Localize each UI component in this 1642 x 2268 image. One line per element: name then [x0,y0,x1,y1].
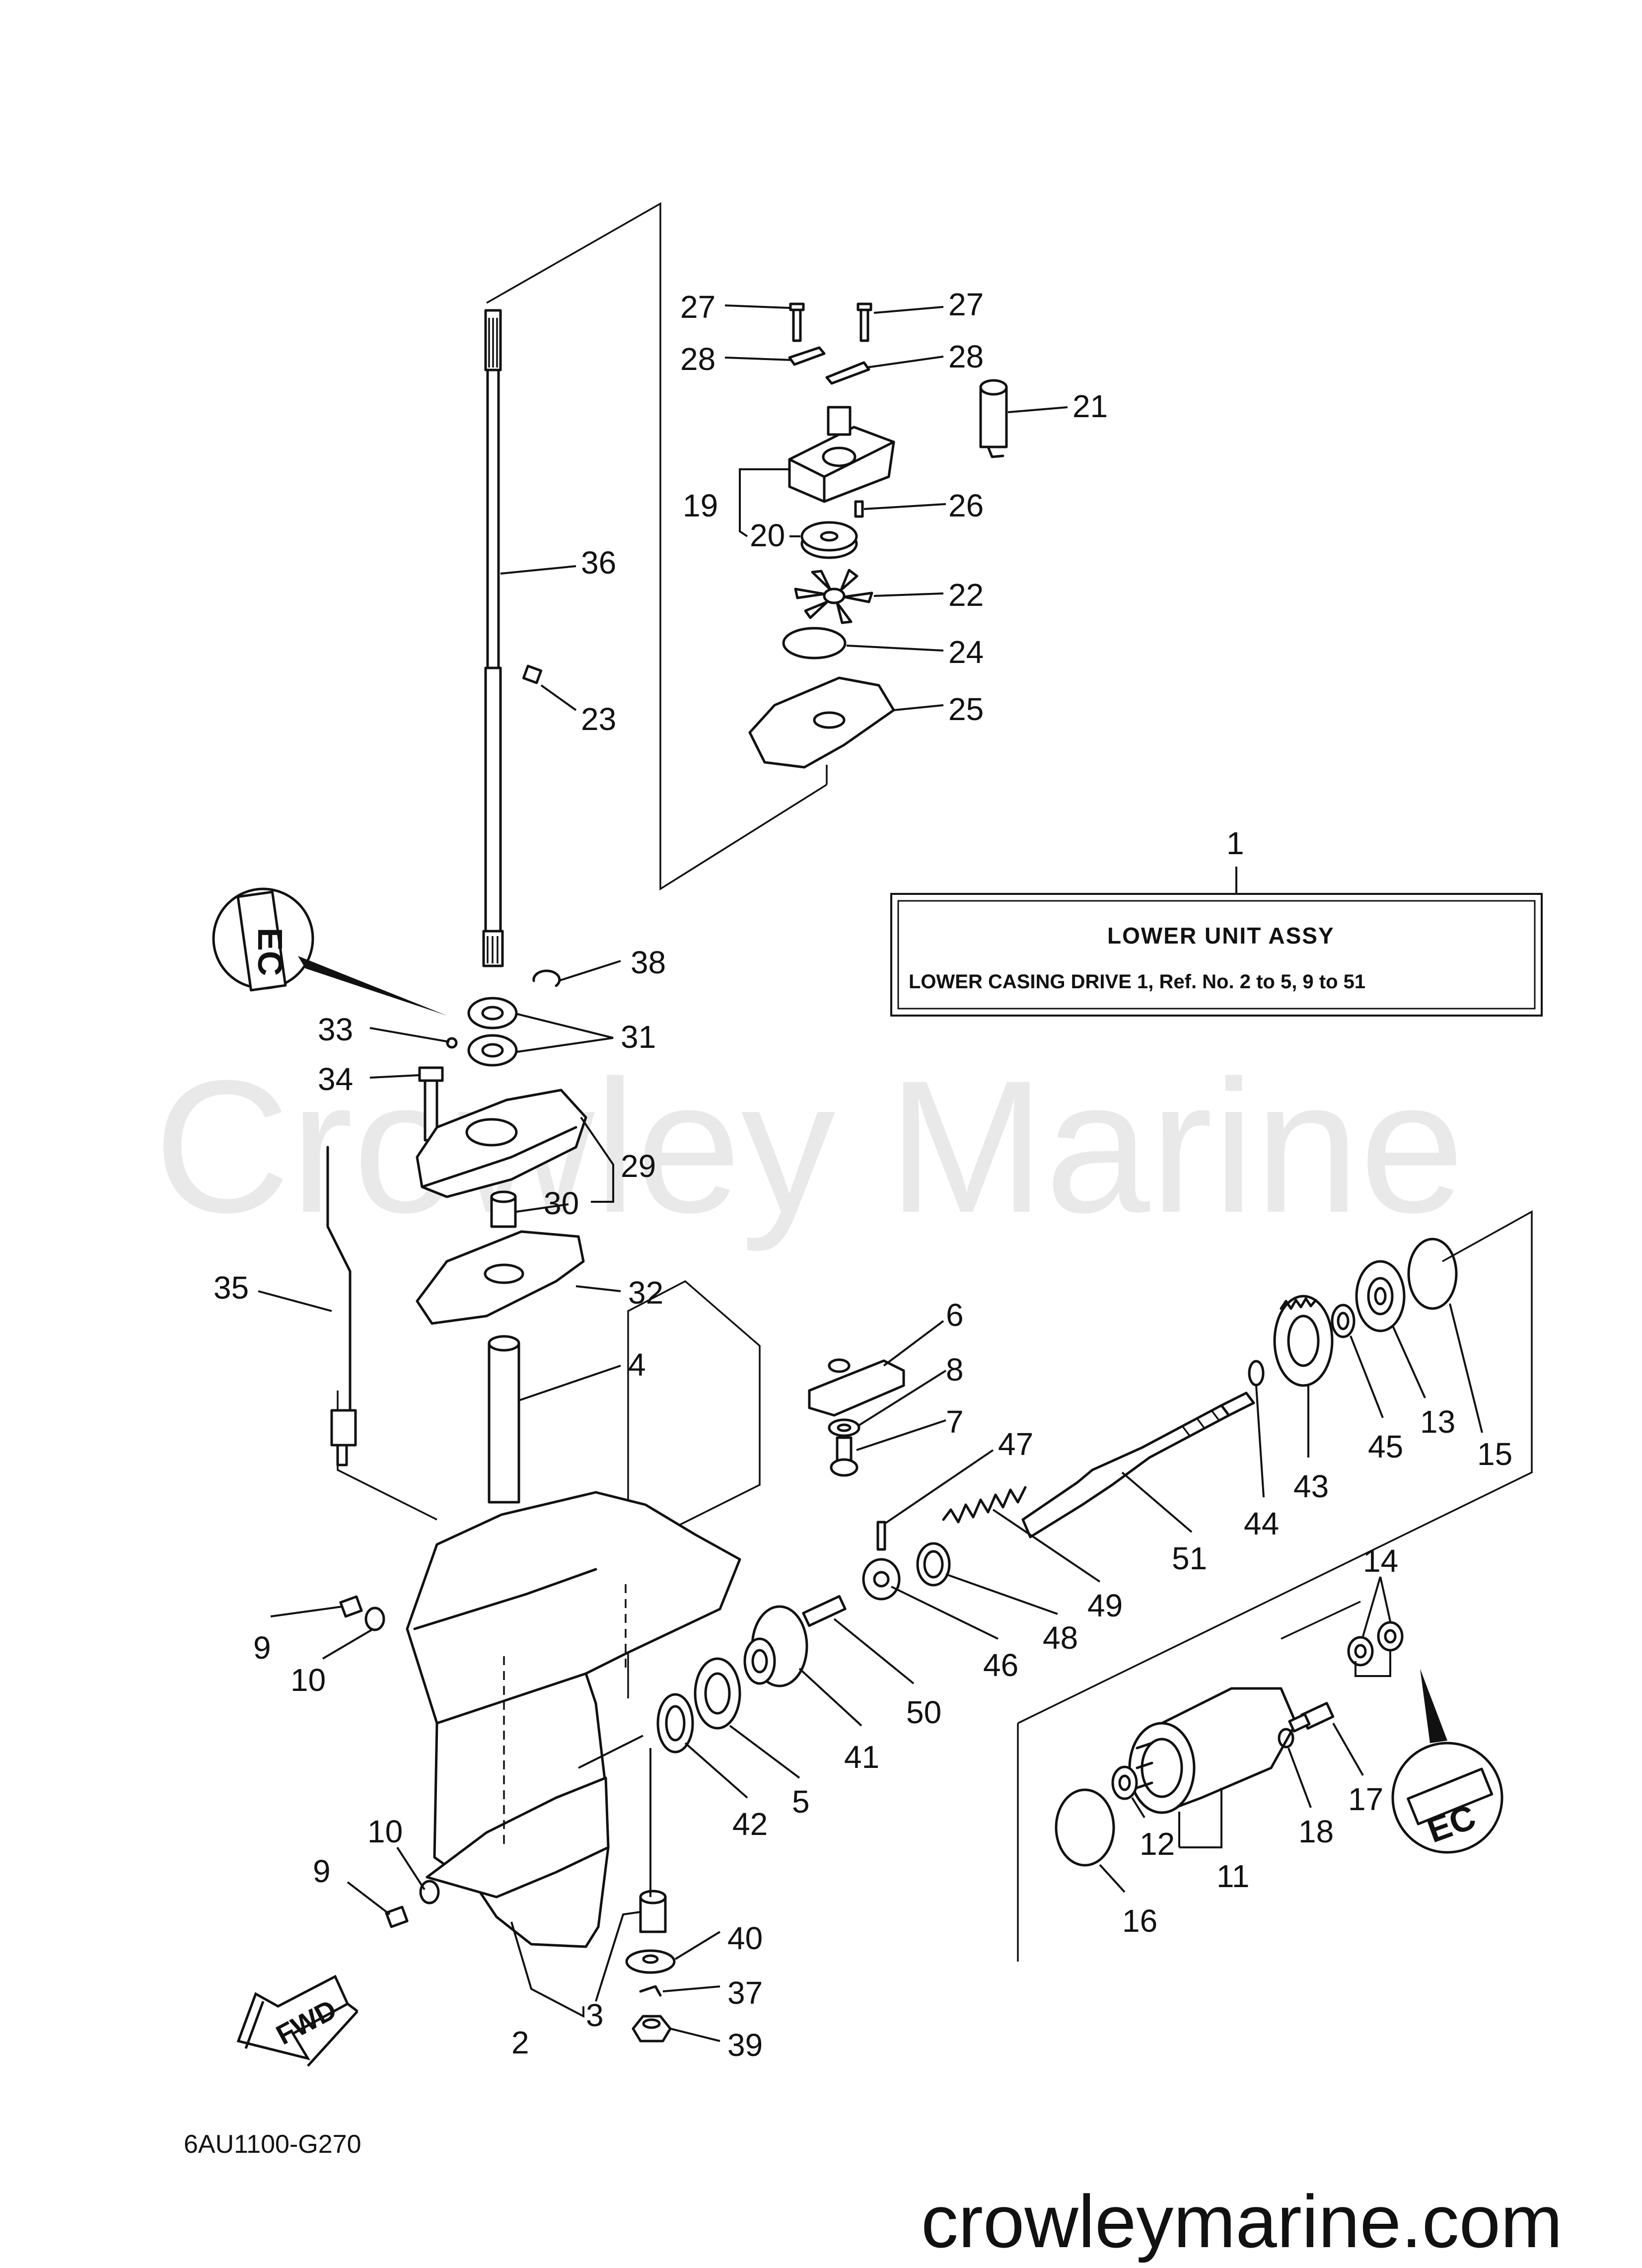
assembly-ref-number: 1 [1226,825,1244,861]
callout-6: 6 [946,1297,964,1333]
grease-callout-top: EC [212,887,447,1016]
callout-21: 21 [1072,388,1108,424]
callout-34: 34 [318,1061,353,1097]
group-frame-lines [337,202,1533,1962]
callout-9b: 9 [313,1853,331,1889]
casing-small-parts [339,1358,905,2043]
callout-19: 19 [683,488,718,523]
callout-40: 40 [727,1920,763,1956]
water-pump-parts [748,302,1008,769]
callout-10a: 10 [290,1662,326,1698]
bearing-housing-parts [416,969,587,1504]
callout-18: 18 [1298,1814,1334,1849]
assembly-subtitle: LOWER CASING DRIVE 1, Ref. No. 2 to 5, 9… [909,971,1365,993]
callout-numbers: 27 27 28 28 21 19 26 20 22 24 25 36 23 3… [214,287,1512,2063]
callout-4: 4 [628,1347,646,1383]
callout-48: 48 [1043,1620,1078,1656]
callout-31: 31 [621,1019,656,1055]
callout-15: 15 [1477,1436,1512,1472]
callout-41: 41 [844,1739,879,1775]
callout-43: 43 [1293,1468,1329,1504]
callout-33: 33 [318,1012,353,1047]
callout-13: 13 [1420,1404,1455,1440]
callout-29: 29 [621,1148,656,1184]
callout-11: 11 [1216,1858,1249,1894]
grease-callout-bottom: EC [1391,1669,1503,1854]
callout-47: 47 [998,1426,1033,1462]
gear-clutch-parts [656,1486,1027,1754]
callout-9a: 9 [253,1630,271,1666]
callout-8: 8 [946,1352,964,1388]
assembly-title: LOWER UNIT ASSY [1107,923,1335,949]
drive-shaft [482,309,543,967]
watermark: Crowley Marine [154,1041,1465,1253]
diagram-code: 6AU1100-G270 [184,2130,361,2159]
callout-38: 38 [631,945,666,980]
callout-14: 14 [1363,1543,1398,1579]
callout-16: 16 [1122,1903,1157,1939]
callout-23: 23 [581,701,616,737]
callout-3: 3 [586,1997,604,2033]
callout-39: 39 [727,2027,763,2063]
callout-46: 46 [983,1647,1018,1683]
callout-17: 17 [1348,1781,1383,1817]
callout-12: 12 [1140,1826,1175,1862]
callout-44: 44 [1244,1506,1279,1541]
callout-50: 50 [906,1694,941,1730]
lower-casing [406,1491,741,1948]
callout-7: 7 [946,1404,964,1440]
callout-36: 36 [581,545,616,581]
callout-25: 25 [948,691,984,727]
callout-22: 22 [948,577,984,613]
site-url: crowleymarine.com [921,2180,1563,2263]
callout-28b: 28 [948,339,984,374]
fwd-arrow-icon: FWD [236,1975,358,2067]
shift-rod [326,1146,357,1466]
cap-assy-parts [1055,1621,1404,1867]
callout-24: 24 [948,634,984,670]
callout-20: 20 [750,517,785,553]
propeller-shaft-parts [1021,1238,1458,1538]
callout-42: 42 [732,1806,768,1842]
callout-10b: 10 [367,1814,403,1849]
grease-label-top: EC [251,928,289,976]
leader-lines [258,304,1483,2042]
callout-27b: 27 [948,287,984,322]
callout-27a: 27 [680,289,715,325]
assembly-box: 1 LOWER UNIT ASSY LOWER CASING DRIVE 1, … [890,825,1543,1017]
callout-32: 32 [628,1275,663,1311]
callout-35: 35 [214,1270,249,1306]
callout-51: 51 [1172,1540,1207,1576]
callout-5: 5 [792,1784,810,1820]
callout-28a: 28 [680,341,715,377]
callout-45: 45 [1368,1429,1403,1464]
callout-26: 26 [948,488,984,523]
callout-30: 30 [544,1185,579,1221]
callout-49: 49 [1087,1588,1123,1623]
callout-37: 37 [727,1975,763,2011]
callout-2: 2 [511,2025,529,2060]
